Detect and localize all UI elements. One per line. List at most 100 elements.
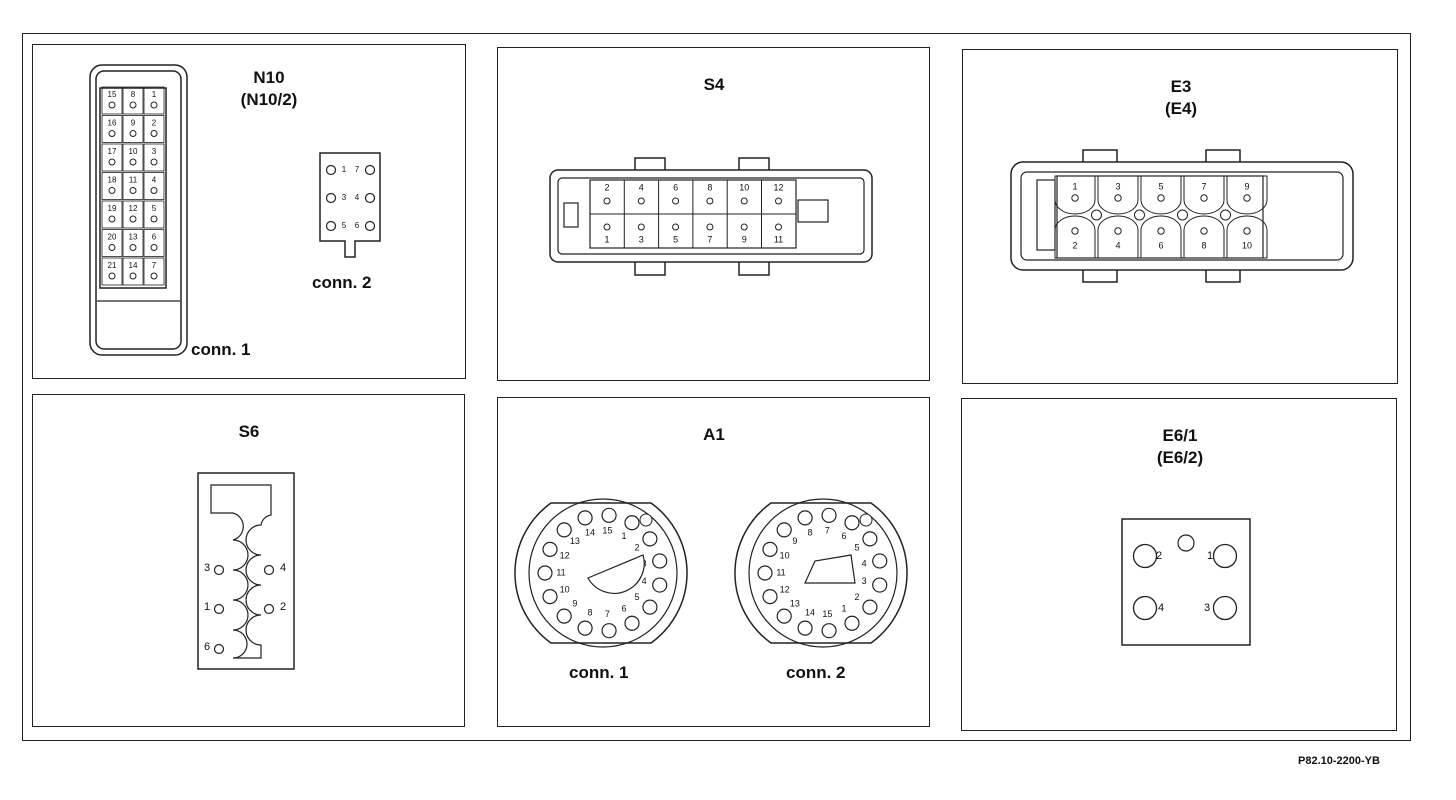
e6-pin-number: 4 <box>1158 602 1164 614</box>
a1-conn2-pin-number: 12 <box>780 584 790 594</box>
n10-conn1-pin <box>108 244 116 251</box>
n10-conn1-pin-number: 6 <box>152 233 157 242</box>
a1-conn2-pin-number: 7 <box>825 526 830 536</box>
s4-pin-number: 2 <box>604 182 609 192</box>
n10-conn1-pin-number: 9 <box>131 119 136 128</box>
a1-conn2-pin <box>797 510 813 526</box>
n10-conn1-pin <box>150 244 158 251</box>
n10-subtitle: (N10/2) <box>240 90 298 109</box>
e3-pin <box>1114 194 1122 202</box>
n10-conn1-pin-number: 20 <box>108 233 117 242</box>
n10-conn1-pin-number: 17 <box>108 147 117 156</box>
n10-conn1-pin <box>108 272 116 280</box>
e6-pin <box>1212 543 1238 569</box>
a1-conn1-pin-number: 1 <box>621 531 626 541</box>
n10-conn1-pin-number: 19 <box>108 204 117 213</box>
n10-conn1-pin <box>129 130 137 137</box>
e3-pin <box>1243 194 1251 202</box>
e3-pin-cell <box>1183 215 1225 259</box>
n10-conn2-pin <box>325 192 337 204</box>
s6-pin-number: 1 <box>204 601 210 613</box>
n10-conn2-pin <box>364 192 376 204</box>
s6-pin-number: 6 <box>204 641 210 653</box>
n10-conn1-cell <box>122 257 144 286</box>
a1-conn1-pin <box>542 541 558 558</box>
e3-pin-number: 3 <box>1115 181 1120 191</box>
n10-conn2-pin <box>325 164 337 176</box>
a1-conn2-pin <box>862 531 878 547</box>
e6-pin-number: 1 <box>1207 550 1213 562</box>
e3-pin-number: 2 <box>1072 240 1077 250</box>
s4-pin <box>740 197 748 205</box>
n10-conn1-pin-number: 5 <box>152 204 157 213</box>
n10-conn1-pin <box>129 158 137 166</box>
n10-conn1-cell <box>143 143 165 172</box>
s4-pin-number: 8 <box>707 182 712 192</box>
e3-pin-cell <box>1140 175 1182 215</box>
n10-conn1-pin-number: 12 <box>129 204 138 213</box>
n10-conn1-cell <box>101 200 123 229</box>
a1-conn2-label: conn. 2 <box>786 663 846 682</box>
n10-conn1-cell <box>101 143 123 172</box>
a1-conn1-pin <box>556 522 572 538</box>
a1-conn2-pin-number: 14 <box>805 607 815 617</box>
e3-pin-cell <box>1054 175 1096 215</box>
a1-conn1-ring <box>528 498 678 648</box>
s4-pin <box>603 223 611 231</box>
a1-conn1-pin-number: 13 <box>570 536 580 546</box>
e3-pin-number: 1 <box>1072 181 1077 191</box>
n10-conn2-pin <box>364 164 376 176</box>
a1-conn1-pin-number: 5 <box>634 592 639 602</box>
s6-pin <box>263 603 275 615</box>
n10-conn1-pin <box>129 215 137 223</box>
e3-pin <box>1200 227 1208 235</box>
a1-conn2-pin <box>821 623 837 639</box>
a1-conn1-pin-number: 10 <box>560 584 570 594</box>
a1-conn2-pin <box>762 541 778 558</box>
n10-conn1-pin <box>129 187 137 194</box>
s4-pin-number: 7 <box>707 234 712 244</box>
s4-inner <box>557 177 865 255</box>
s4-pin <box>740 223 748 231</box>
s6-pin-number: 2 <box>280 601 286 613</box>
a1-conn1-pin <box>556 608 572 624</box>
a1-conn2-pin <box>821 507 837 523</box>
a1-title: A1 <box>703 425 725 444</box>
e3-pin <box>1071 194 1079 202</box>
e3-pin-number: 5 <box>1158 181 1163 191</box>
n10-conn1-pin <box>129 101 137 109</box>
s4-pin <box>672 197 680 205</box>
n10-conn1-pin <box>150 101 158 109</box>
s4-pin <box>775 197 782 205</box>
n10-conn1-cell <box>143 257 165 286</box>
n10-conn1-pin-number: 16 <box>108 119 117 128</box>
a1-conn2-pin <box>776 608 792 624</box>
e3-pin-number: 6 <box>1158 240 1163 250</box>
n10-conn2-pin-number: 5 <box>342 221 347 230</box>
a1-conn1-pin-number: 7 <box>605 609 610 619</box>
s6-pin-number: 4 <box>280 562 286 574</box>
a1-conn2-pin-number: 4 <box>862 559 867 569</box>
e3-pin <box>1071 227 1079 235</box>
a1-conn2-pin-number: 15 <box>822 609 832 619</box>
e3-bridge-hole <box>1091 209 1102 221</box>
s6-pin <box>213 603 225 615</box>
s6-pin <box>213 643 225 655</box>
a1-conn2-pin-number: 13 <box>790 599 800 609</box>
a1-conn1-pin <box>577 510 593 526</box>
n10-conn2-pin-number: 1 <box>342 165 347 174</box>
n10-conn2-pin-number: 6 <box>355 221 360 230</box>
a1-conn2-pin-number: 8 <box>808 527 813 537</box>
e6-title: E6/1 <box>1162 426 1198 445</box>
a1-conn2-pin <box>872 577 888 593</box>
a1-conn1-pin-number: 8 <box>588 607 593 617</box>
n10-conn1-cell <box>143 115 165 143</box>
s4-left-key <box>563 202 579 228</box>
s6-title: S6 <box>238 422 260 441</box>
n10-conn1-pin-number: 2 <box>152 119 157 128</box>
s4-pin <box>775 223 782 231</box>
a1-conn2-pin <box>844 515 860 531</box>
